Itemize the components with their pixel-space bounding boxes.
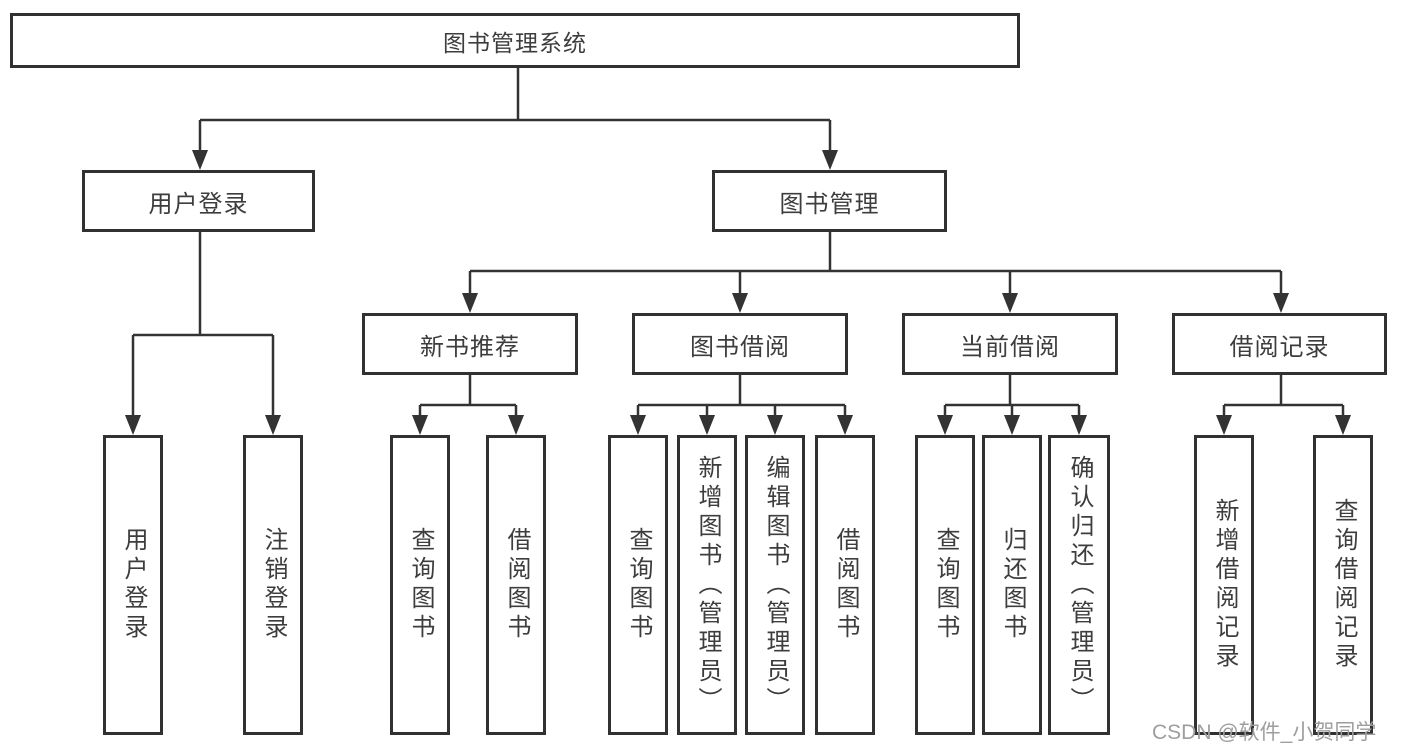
leaf-confirm-return-admin: 确认归还（管理员） — [1048, 435, 1110, 735]
leaf-borrow-books-recommend: 借阅图书 — [486, 435, 546, 735]
node-user-login-branch: 用户登录 — [82, 170, 315, 232]
node-new-book-recommend: 新书推荐 — [362, 313, 578, 375]
leaf-logout: 注销登录 — [243, 435, 303, 735]
leaf-query-books-borrowing: 查询图书 — [608, 435, 668, 735]
leaf-add-borrow-record: 新增借阅记录 — [1194, 435, 1254, 735]
leaf-query-books-current: 查询图书 — [915, 435, 975, 735]
leaf-borrow-books: 借阅图书 — [815, 435, 875, 735]
leaf-return-books: 归还图书 — [982, 435, 1042, 735]
arrowhead-icons — [125, 150, 1351, 435]
csdn-watermark: CSDN @软件_小贺同学 — [1152, 721, 1377, 744]
leaf-user-login: 用户登录 — [103, 435, 163, 735]
leaf-query-books-recommend: 查询图书 — [390, 435, 450, 735]
node-book-management-branch: 图书管理 — [712, 170, 947, 232]
leaf-edit-books-admin: 编辑图书（管理员） — [745, 435, 805, 735]
node-book-borrowing: 图书借阅 — [632, 313, 848, 375]
node-library-management-system: 图书管理系统 — [10, 13, 1020, 68]
node-current-borrowing: 当前借阅 — [902, 313, 1118, 375]
leaf-query-borrow-record: 查询借阅记录 — [1313, 435, 1373, 735]
leaf-add-books-admin: 新增图书（管理员） — [677, 435, 737, 735]
node-borrowing-records: 借阅记录 — [1172, 313, 1387, 375]
